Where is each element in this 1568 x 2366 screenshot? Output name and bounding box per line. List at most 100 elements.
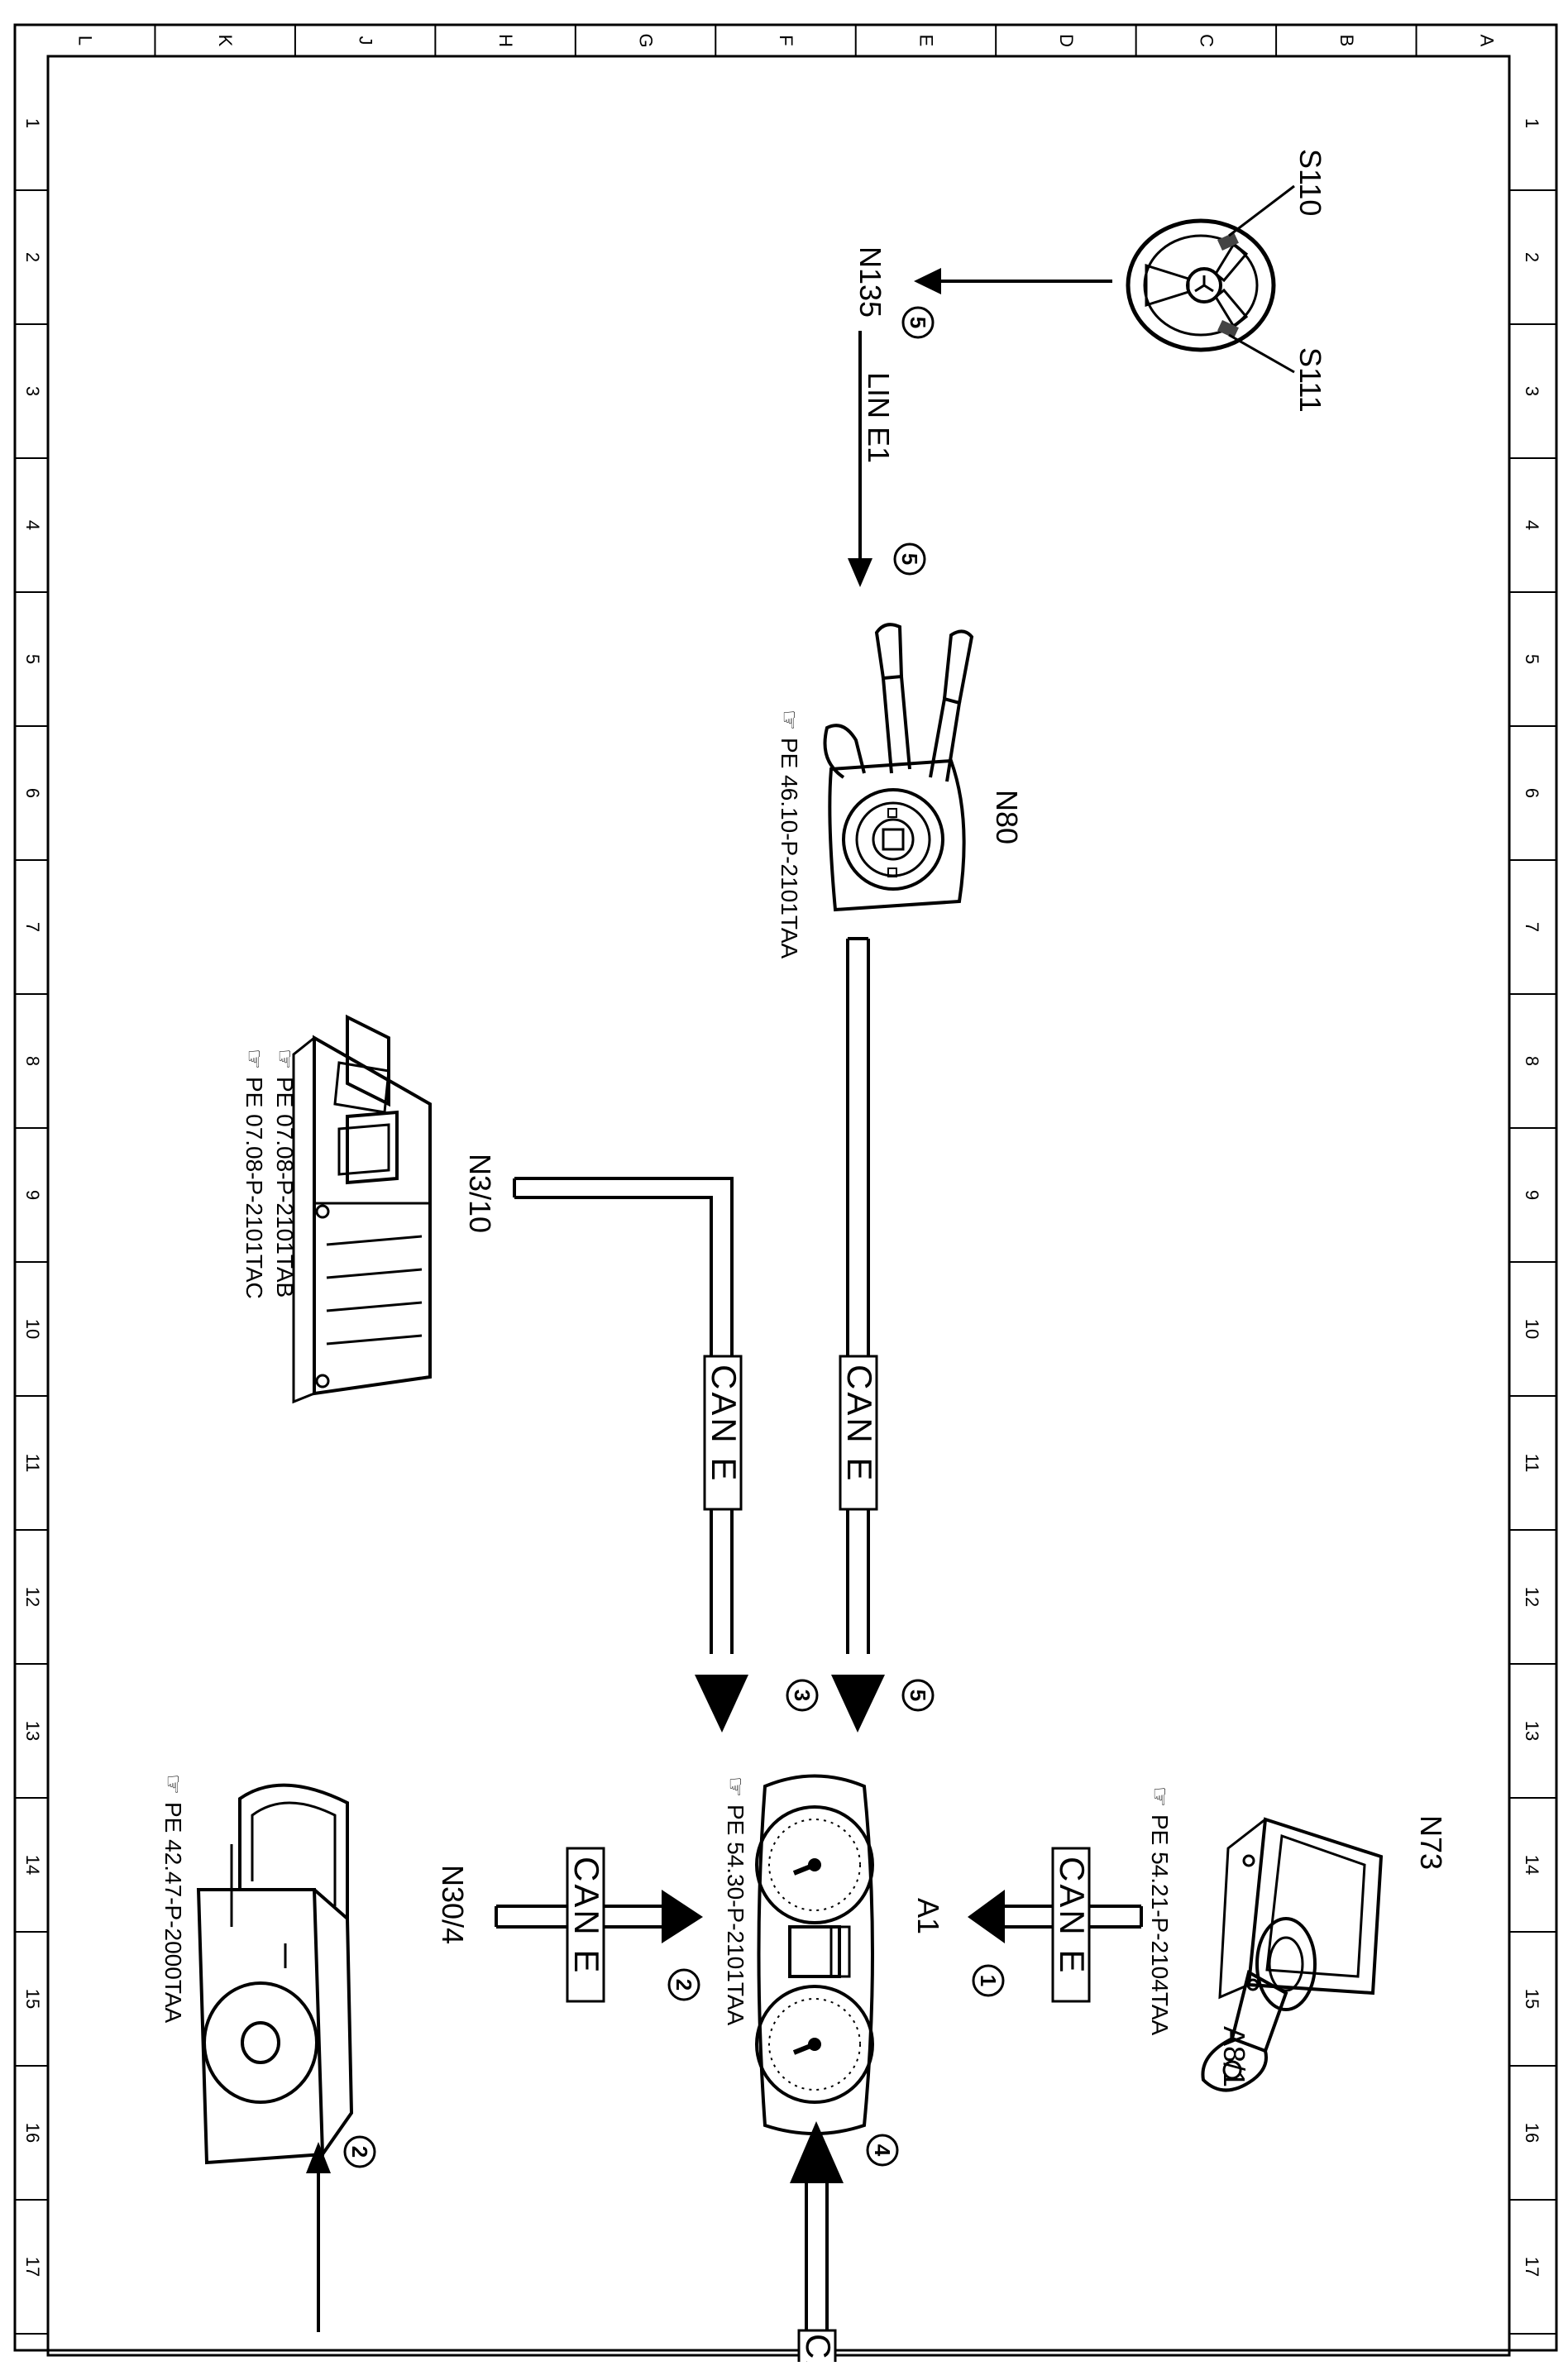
lin-e1-label: LIN E1	[862, 372, 896, 463]
n3-10-engine-control-unit	[292, 1014, 432, 1404]
signal-circle-4: 4	[866, 2134, 899, 2167]
row-label-right: 2	[1522, 252, 1542, 262]
signal-circle-2-a1: 2	[667, 1968, 700, 2001]
row-label-left: 17	[22, 2257, 43, 2277]
row-label-left: 1	[22, 118, 43, 128]
signal-circle-5-top: 5	[901, 306, 935, 339]
row-label-right: 5	[1522, 654, 1542, 664]
row-label-right: 8	[1522, 1056, 1542, 1066]
n3-10-can-e-label-box: CAN E	[703, 1355, 743, 1511]
s111-leader	[1228, 333, 1295, 374]
row-label-left: 15	[22, 1989, 43, 2009]
n30-4-input-arrow	[306, 2142, 331, 2332]
row-label-right: 13	[1522, 1721, 1542, 1741]
row-label-right: 3	[1522, 386, 1542, 396]
n30-4-reference: ☞ PE 42.47-P-2000TAA	[160, 1774, 186, 2024]
column-label: D	[1056, 34, 1077, 47]
n135-label: N135	[853, 246, 887, 318]
row-label-right: 10	[1522, 1319, 1542, 1339]
svg-text:5: 5	[906, 1690, 930, 1701]
hand-pointer-icon: ☞	[777, 710, 802, 730]
a1-instrument-cluster	[755, 1774, 874, 2135]
row-label-right: 12	[1522, 1587, 1542, 1607]
row-label-right: 1	[1522, 118, 1542, 128]
row-label-left: 3	[22, 386, 43, 396]
n73-ref-label: PE 54.21-P-2104TAA	[1147, 1814, 1173, 2036]
row-label-right: 14	[1522, 1855, 1542, 1875]
a1-reference: ☞ PE 54.30-P-2101TAA	[723, 1776, 748, 2026]
bottom-ca-label-box: CA	[797, 2329, 838, 2366]
hand-pointer-icon: ☞	[241, 1049, 267, 1069]
row-label-left: 9	[22, 1190, 43, 1200]
row-label-right: 6	[1522, 788, 1542, 798]
n3-10-ref1-label: PE 07.08-P-2101TAB	[272, 1077, 298, 1298]
row-label-left: 16	[22, 2123, 43, 2143]
n3-10-label: N3/10	[463, 1154, 497, 1233]
column-label: C	[1196, 34, 1217, 47]
svg-text:2: 2	[347, 2146, 372, 2158]
n30-4-control-unit	[196, 1783, 354, 2165]
svg-text:CAN E: CAN E	[567, 1857, 606, 1975]
column-label: E	[915, 35, 936, 47]
n73-ignition-switch	[1218, 1817, 1384, 2011]
row-label-left: 13	[22, 1721, 43, 1741]
n3-10-references: ☞ PE 07.08-P-2101TAB ☞ PE 07.08-P-2101TA…	[241, 1049, 298, 1299]
s110-label: S110	[1293, 149, 1327, 216]
s111-label: S111	[1293, 347, 1327, 413]
row-label-left: 12	[22, 1587, 43, 1607]
n30-4-can-e-label-box: CAN E	[566, 1847, 606, 2003]
svg-text:1: 1	[976, 1975, 1001, 1986]
n80-can-e-bus	[831, 937, 885, 1733]
row-label-left: 8	[22, 1056, 43, 1066]
svg-text:CAN E: CAN E	[1053, 1857, 1092, 1975]
a1-label: A1	[911, 1898, 945, 1934]
row-label-right: 16	[1522, 2123, 1542, 2143]
a8-1-key	[1201, 1969, 1288, 2092]
row-label-left: 2	[22, 252, 43, 262]
svg-text:3: 3	[790, 1690, 815, 1701]
row-label-left: 6	[22, 788, 43, 798]
n73-reference: ☞ PE 54.21-P-2104TAA	[1147, 1786, 1173, 2036]
row-label-right: 11	[1522, 1454, 1542, 1473]
hand-pointer-icon: ☞	[160, 1774, 186, 1795]
n73-can-e-label-box: CAN E	[1051, 1847, 1092, 2003]
svg-text:5: 5	[897, 553, 922, 565]
row-label-left: 7	[22, 922, 43, 932]
column-label: H	[495, 34, 516, 47]
a1-ref-label: PE 54.30-P-2101TAA	[723, 1804, 748, 2026]
row-label-right: 9	[1522, 1190, 1542, 1200]
n80-reference: ☞ PE 46.10-P-2101TAA	[777, 710, 802, 959]
column-label: J	[356, 36, 376, 45]
row-label-left: 4	[22, 520, 43, 530]
row-label-right: 4	[1522, 520, 1542, 530]
n80-steering-column-module	[823, 623, 974, 912]
svg-text:CAN E: CAN E	[840, 1365, 879, 1483]
column-label: L	[75, 36, 96, 45]
wheel-to-n135-arrow	[914, 268, 1112, 294]
outer-border	[13, 23, 1558, 2352]
signal-circle-2-bottom: 2	[343, 2135, 376, 2168]
svg-text:CA: CA	[799, 2334, 838, 2362]
n73-label: N73	[1414, 1815, 1448, 1870]
column-label: B	[1336, 35, 1357, 47]
column-label: A	[1476, 35, 1497, 47]
row-label-right: 17	[1522, 2257, 1542, 2277]
bottom-can-input-arrow	[790, 2121, 844, 2355]
n80-can-e-label-box: CAN E	[839, 1355, 879, 1511]
n30-4-ref-label: PE 42.47-P-2000TAA	[160, 1802, 186, 2024]
row-label-right: 7	[1522, 922, 1542, 932]
row-label-left: 5	[22, 654, 43, 664]
signal-circle-3: 3	[786, 1679, 819, 1712]
row-label-right: 15	[1522, 1989, 1542, 2009]
n80-ref-label: PE 46.10-P-2101TAA	[777, 738, 802, 959]
grid-ticks	[15, 25, 1556, 2335]
column-label: F	[776, 35, 796, 45]
a8-1-label: A8/1	[1217, 2026, 1251, 2087]
n80-label: N80	[990, 790, 1024, 844]
svg-text:5: 5	[906, 317, 930, 328]
signal-circle-1: 1	[972, 1964, 1005, 1997]
